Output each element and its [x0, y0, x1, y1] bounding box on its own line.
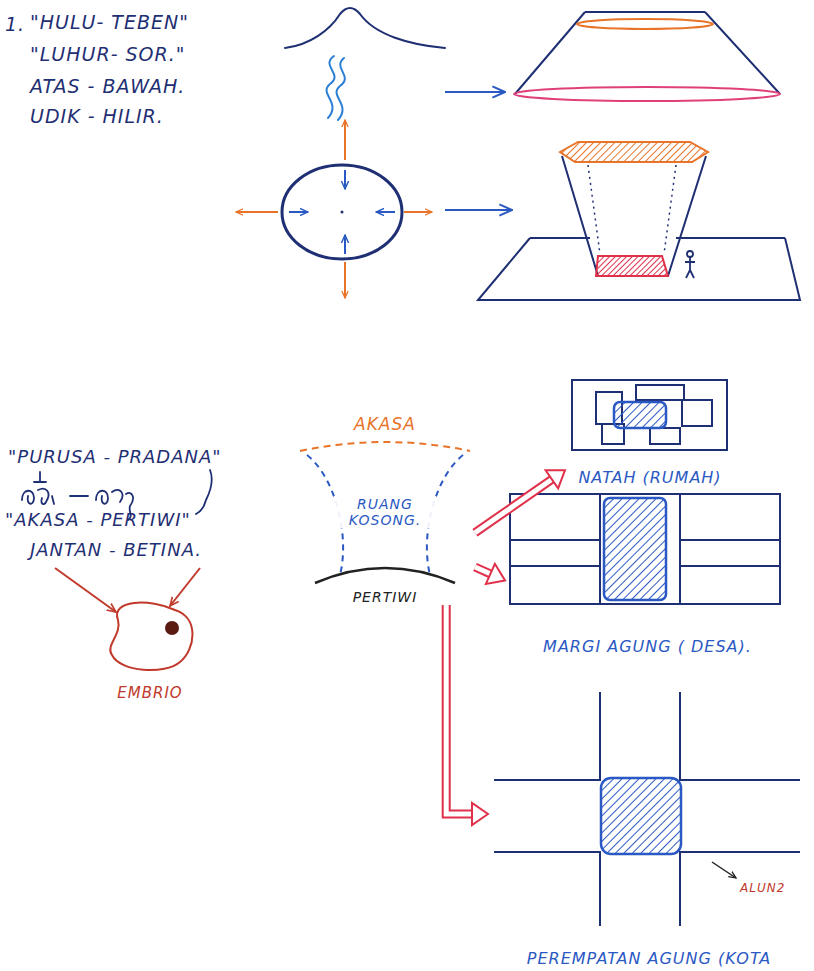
- embryo-cell: [110, 603, 192, 670]
- crossroad-plan: [601, 778, 681, 854]
- leader-line: [712, 862, 736, 878]
- embryo-cell: [165, 621, 179, 635]
- sketch-label: NATAH (RUMAH): [575, 469, 724, 487]
- flow-arrow: [445, 209, 512, 211]
- sketch-note: "PURUSA - PRADANA": [8, 447, 222, 468]
- truncated-cone: [577, 19, 713, 29]
- sketch-label: MARGI AGUNG ( DESA).: [540, 638, 755, 656]
- river: [327, 56, 335, 118]
- void-funnel: AKASA RUANG KOSONG. PERTIWI: [295, 415, 475, 605]
- truncated-cone: [515, 12, 780, 94]
- direction-circle: [236, 211, 278, 213]
- sketch-label: PEREMPATAN AGUNG (KOTA: [524, 950, 774, 968]
- village-plan: MARGI AGUNG ( DESA).: [505, 488, 790, 656]
- sketch-label: RUANG KOSONG.: [334, 496, 436, 528]
- arrow-shaft: [475, 567, 491, 574]
- embryo-cell: [110, 603, 192, 670]
- script-glyphs: [22, 489, 54, 504]
- natah-plan: [650, 428, 680, 444]
- direction-circle: [344, 235, 346, 254]
- direction-circle: [344, 120, 346, 160]
- inverted-frustum: [685, 257, 695, 278]
- inverted-frustum: [687, 251, 693, 257]
- sketch-note: ALUN2: [740, 882, 785, 896]
- sketch-label: EMBRIO: [114, 685, 185, 702]
- flow-arrow: [445, 92, 512, 210]
- crossroad-plan: [494, 692, 800, 926]
- town-plan: PEREMPATAN AGUNG (KOTA: [488, 688, 810, 968]
- inverted-frustum: [588, 165, 676, 254]
- void-outline: [307, 455, 463, 575]
- arrow-head: [472, 803, 488, 825]
- direction-circle: [404, 211, 432, 213]
- sketch-note: "HULU- TEBEN": [30, 12, 189, 34]
- script-glyphs: [196, 470, 212, 514]
- direction-circle: [376, 211, 395, 213]
- river: [337, 58, 345, 120]
- arrow-shaft: [475, 479, 553, 533]
- hollow-arrow: [475, 564, 505, 584]
- river: [327, 56, 345, 120]
- margi-plan: [510, 494, 780, 604]
- direction-circle: [289, 211, 308, 213]
- arrow-head: [546, 470, 565, 488]
- inverted-frustum: [596, 256, 668, 276]
- join-arrow: [170, 568, 200, 606]
- direction-circle: [236, 120, 432, 298]
- direction-circle: [341, 211, 344, 214]
- sketch-note: "LUHUR- SOR.": [30, 44, 186, 66]
- flow-arrow: [445, 91, 505, 93]
- leader-line: [712, 862, 736, 878]
- hollow-arrow: [446, 605, 488, 825]
- natah-plan: [636, 385, 684, 400]
- margi-plan: [604, 498, 666, 600]
- natah-plan: [572, 380, 727, 450]
- direction-circle: [289, 170, 395, 254]
- mountain: [285, 8, 445, 48]
- house-plan: NATAH (RUMAH): [565, 375, 735, 487]
- script-glyphs: [34, 472, 46, 482]
- sketch-note: "AKASA - PERTIWI": [5, 510, 191, 531]
- script-glyphs: [70, 495, 88, 497]
- natah-plan: [572, 380, 727, 450]
- sketch-note: UDIK - HILIR.: [30, 106, 164, 128]
- sketch-note: ATAS - BAWAH.: [30, 76, 185, 98]
- inverted-frustum: [478, 238, 800, 300]
- direction-circle: [344, 262, 346, 298]
- truncated-cone: [514, 12, 780, 101]
- sky-arc: [300, 442, 470, 451]
- inverted-frustum: [685, 251, 695, 278]
- margi-plan: [510, 494, 780, 604]
- arrow-shaft: [475, 567, 491, 574]
- join-arrow: [55, 568, 116, 612]
- sketch-note: JANTAN - BETINA.: [30, 540, 202, 561]
- direction-circle: [236, 120, 432, 298]
- callout-number: 1.: [5, 14, 25, 36]
- truncated-cone: [514, 87, 780, 101]
- direction-circle: [344, 170, 346, 189]
- sketch-label: PERTIWI: [350, 589, 421, 605]
- direction-circle: [282, 165, 402, 259]
- inverted-frustum: [562, 156, 706, 276]
- margi-plan: [510, 494, 780, 604]
- embryo: EMBRIO: [95, 600, 205, 702]
- inverted-frustum: [560, 142, 708, 162]
- arrow-shaft: [446, 605, 473, 814]
- inverted-frustum: [478, 142, 800, 300]
- join-arrow: [55, 568, 200, 612]
- mountain: [285, 8, 445, 48]
- natah-plan: [614, 402, 666, 428]
- arrow-shaft: [446, 605, 473, 814]
- natah-plan: [682, 400, 712, 426]
- arrow-head: [486, 564, 505, 584]
- arrow-shaft: [475, 479, 553, 533]
- hollow-arrow: [475, 470, 565, 533]
- crossroad-plan: [494, 692, 800, 926]
- earth-arc: [315, 568, 455, 583]
- sketch-label: AKASA: [351, 415, 419, 435]
